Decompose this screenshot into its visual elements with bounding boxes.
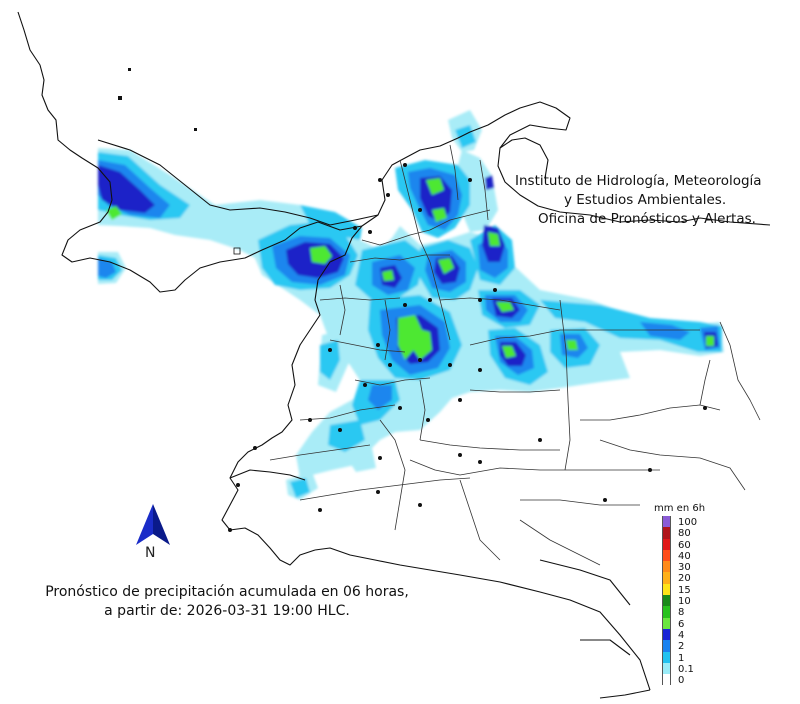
caption-line-2: a partir de: 2026-03-31 19:00 HLC. [104,603,350,619]
city-dot [318,508,322,512]
legend-title: mm en 6h [654,503,706,514]
city-dot [703,406,707,410]
legend-swatch [662,572,671,584]
caption-line-1: Pronóstico de precipitación acumulada en… [45,584,409,600]
city-dot [428,298,432,302]
city-dot [468,178,472,182]
city-dot [648,468,652,472]
city-dot [478,460,482,464]
legend-swatch [662,606,671,618]
city-dot [478,368,482,372]
legend-label: 0 [678,675,685,687]
city-dot [253,446,257,450]
legend-swatch [662,583,671,596]
city-dot [368,230,372,234]
forecast-caption: Pronóstico de precipitación acumulada en… [12,583,442,621]
legend-swatch [662,516,671,528]
city-dot [603,498,607,502]
city-dot [418,208,422,212]
city-dot [376,343,380,347]
institution-line-2: y Estudios Ambientales. [564,192,727,208]
legend-swatch [662,617,671,629]
city-dot [538,438,542,442]
city-dot [493,288,497,292]
legend-label: 6 [678,618,685,630]
city-dot [403,163,407,167]
legend-label: 8 [678,607,685,619]
north-arrow-icon [136,504,170,545]
legend-label: 0.1 [678,663,694,675]
city-dot [338,428,342,432]
city-dot [386,193,390,197]
legend-label: 30 [678,562,691,574]
city-dot [478,298,482,302]
legend-label: 60 [678,539,691,551]
legend-label: 1 [678,652,685,664]
city-dot [426,418,430,422]
city-dot [458,453,462,457]
legend-swatch [662,674,671,686]
legend-swatch [662,538,671,550]
north-label: N [145,545,156,561]
city-dot [378,178,382,182]
islands [118,68,197,131]
legend-label: 100 [678,517,698,528]
city-dot [418,503,422,507]
city-dot [398,406,402,410]
legend-swatch [662,595,671,607]
legend-swatch [662,628,671,641]
legend-swatch [662,561,671,573]
legend-swatch [662,651,671,663]
legend-label: 2 [678,641,685,653]
coastline-outline [17,11,771,699]
city-dot [448,363,452,367]
legend-label: 80 [678,528,691,540]
legend-label: 10 [678,596,691,608]
city-dot [458,398,462,402]
city-dot [328,348,332,352]
institution-credit: Instituto de Hidrología, Meteorología y … [500,172,798,229]
precipitation-layer [98,110,724,500]
city-markers [228,163,707,532]
institution-line-1: Instituto de Hidrología, Meteorología [515,173,762,189]
city-dot [236,483,240,487]
city-dot [378,456,382,460]
legend-swatch [662,662,671,675]
legend-swatch [662,549,671,562]
city-dot [388,363,392,367]
city-dot [418,358,422,362]
legend-label: 40 [678,550,691,562]
city-dot [403,303,407,307]
city-dot [308,418,312,422]
city-dot [363,383,367,387]
city-dot [376,490,380,494]
institution-line-3: Oficina de Pronósticos y Alertas. [538,211,756,227]
legend-swatch [662,527,671,539]
legend-label: 4 [678,629,685,641]
city-dot [353,226,357,230]
legend-label: 15 [678,584,691,596]
legend-swatch [662,640,671,652]
city-dot [228,528,232,532]
legend-label: 20 [678,573,691,585]
admin-borders [269,144,761,566]
